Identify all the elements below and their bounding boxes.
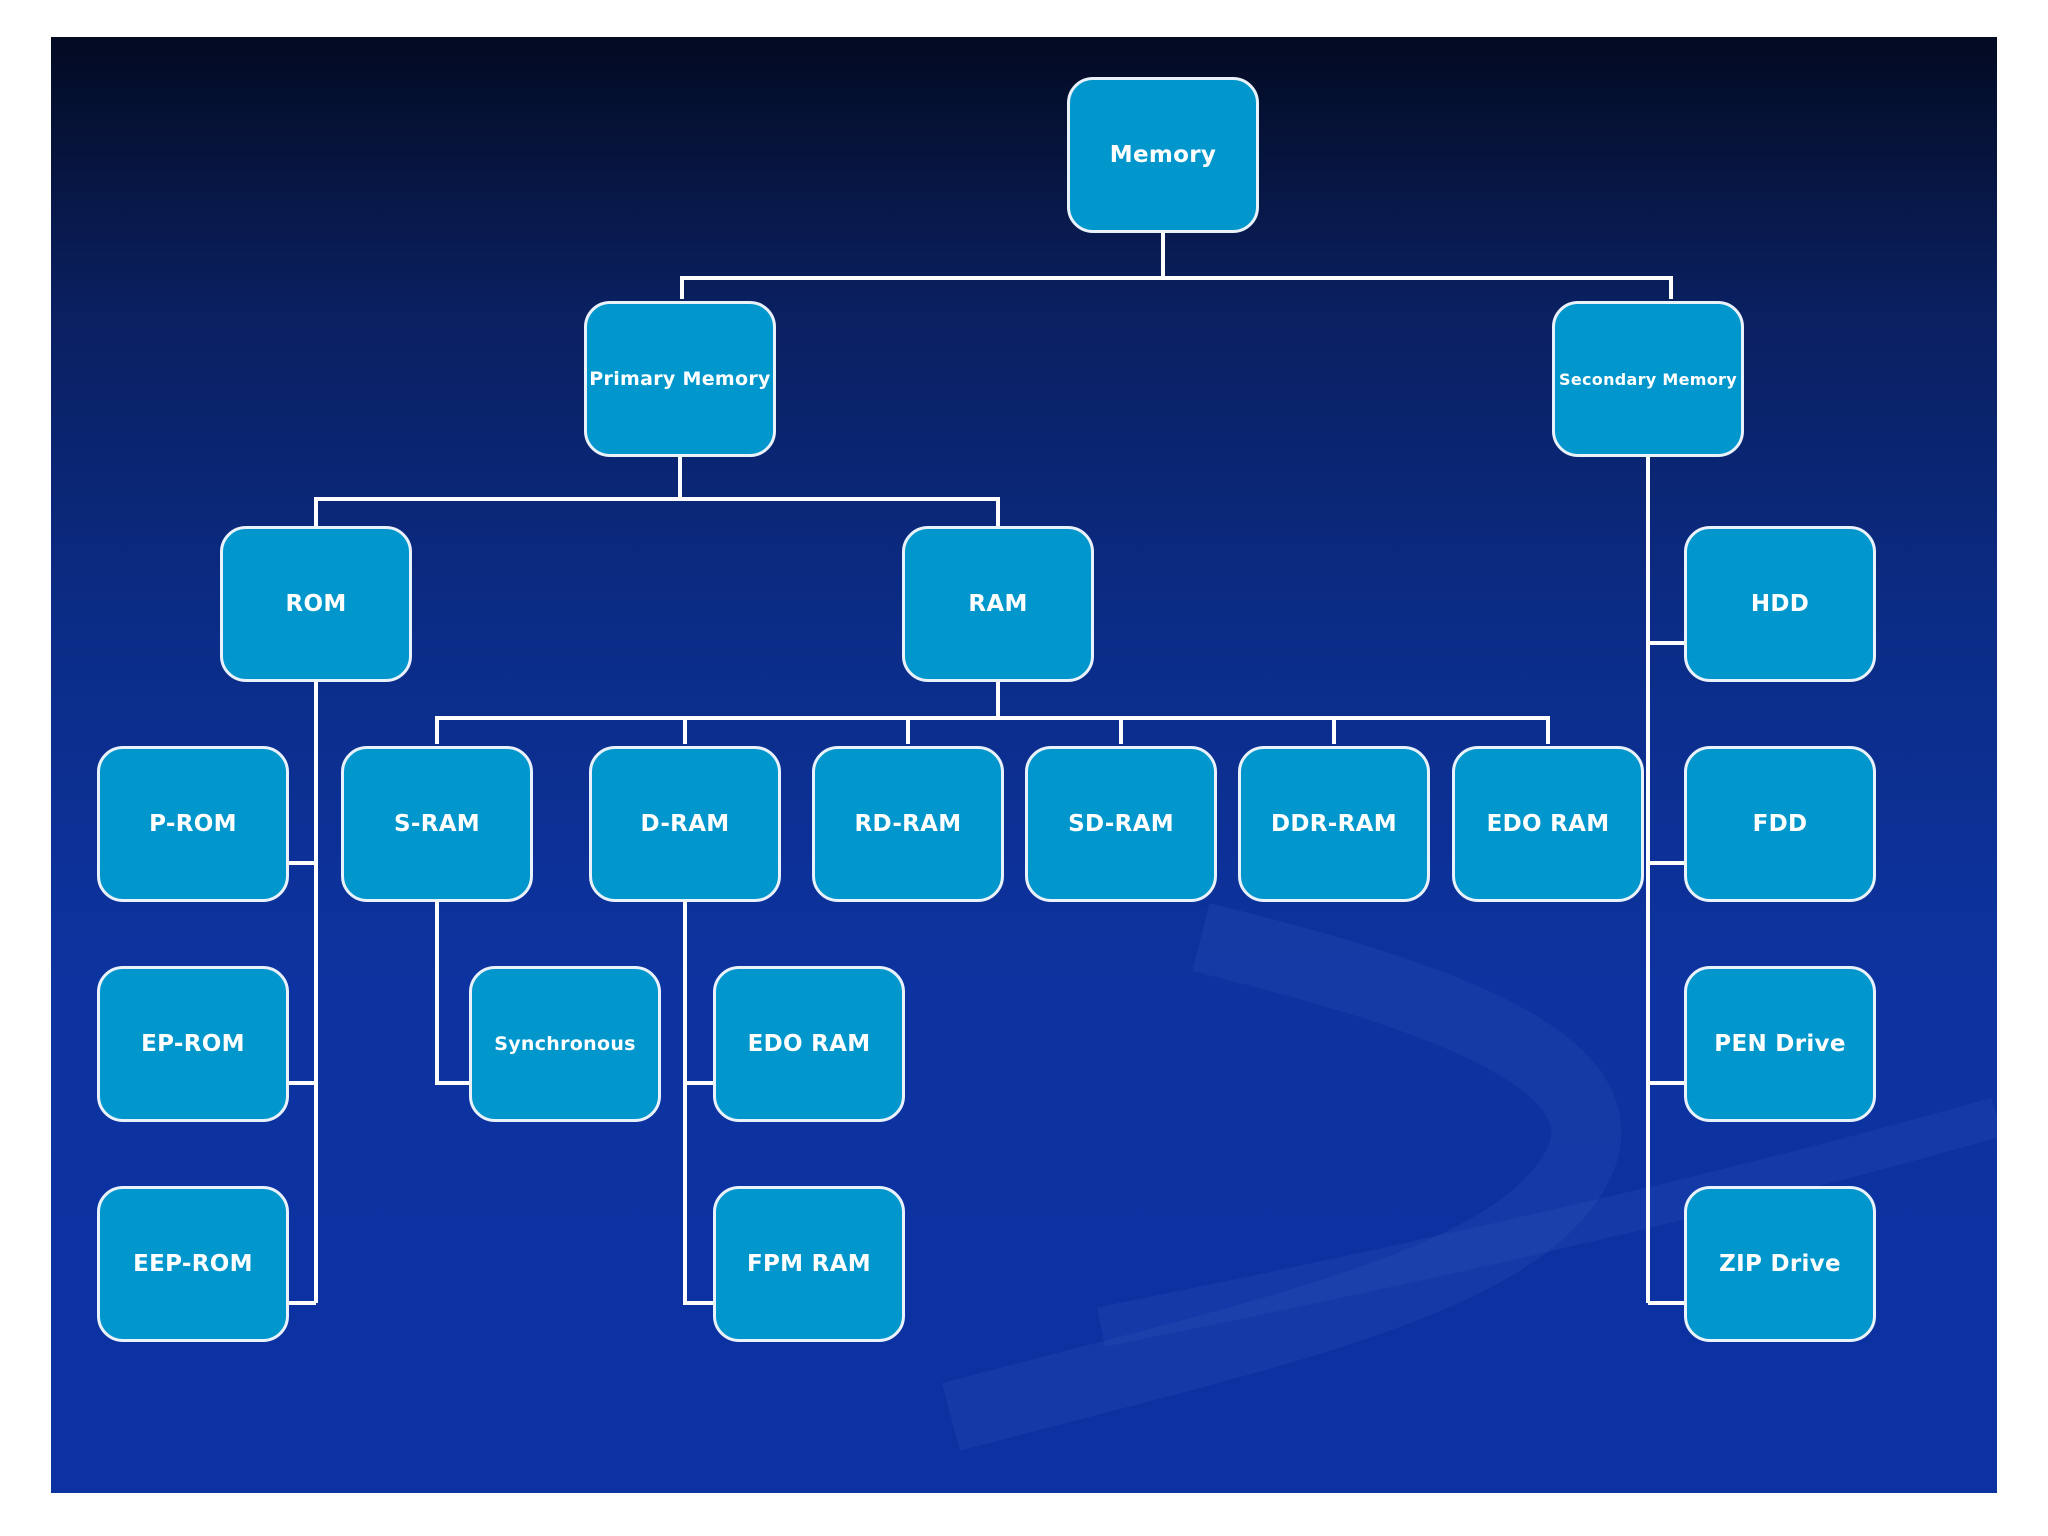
node-zip-drive: ZIP Drive xyxy=(1684,1186,1876,1342)
node-p-rom: P-ROM xyxy=(97,746,289,902)
node-ddr-ram: DDR-RAM xyxy=(1238,746,1430,902)
node-rd-ram: RD-RAM xyxy=(812,746,1004,902)
node-eep-rom: EEP-ROM xyxy=(97,1186,289,1342)
edge-ram-branches xyxy=(435,682,1550,744)
node-ram: RAM xyxy=(902,526,1094,682)
edge-primary-branches xyxy=(314,457,1000,526)
node-primary-memory: Primary Memory xyxy=(584,301,776,457)
node-fpm-ram: FPM RAM xyxy=(713,1186,905,1342)
tree-connectors xyxy=(289,233,1684,1305)
node-ep-rom: EP-ROM xyxy=(97,966,289,1122)
node-sd-ram: SD-RAM xyxy=(1025,746,1217,902)
node-pen-drive: PEN Drive xyxy=(1684,966,1876,1122)
node-fdd: FDD xyxy=(1684,746,1876,902)
edge-sram-synchronous xyxy=(435,900,469,1085)
node-hdd: HDD xyxy=(1684,526,1876,682)
background-swoosh xyxy=(941,903,1997,1451)
node-d-ram: D-RAM xyxy=(589,746,781,902)
node-secondary-memory: Secondary Memory xyxy=(1552,301,1744,457)
diagram-slide: Memory Primary Memory Secondary Memory R… xyxy=(51,37,1997,1493)
edge-secondary-branches xyxy=(1646,457,1684,1305)
edge-dram-branches xyxy=(683,900,713,1305)
edge-memory-branches xyxy=(680,233,1673,299)
node-edo-ram-top: EDO RAM xyxy=(1452,746,1644,902)
node-memory: Memory xyxy=(1067,77,1259,233)
node-synchronous: Synchronous xyxy=(469,966,661,1122)
node-rom: ROM xyxy=(220,526,412,682)
edge-rom-branches xyxy=(289,682,318,1305)
node-edo-ram-sub: EDO RAM xyxy=(713,966,905,1122)
node-s-ram: S-RAM xyxy=(341,746,533,902)
